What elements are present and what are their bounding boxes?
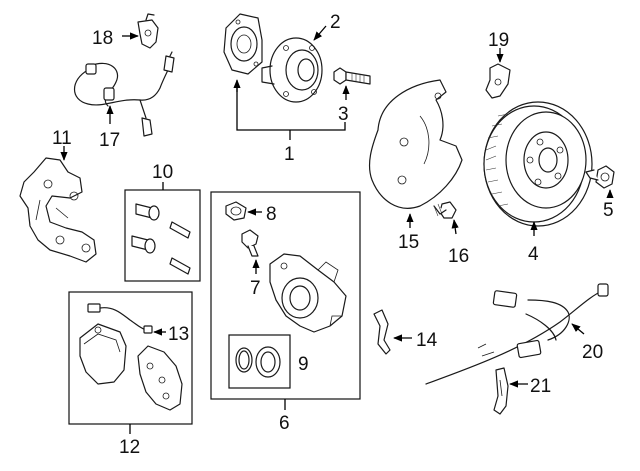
callout-12[interactable]: 12: [119, 437, 140, 458]
part-3-hub-bolt[interactable]: [333, 67, 371, 85]
callout-13[interactable]: 13: [168, 324, 189, 345]
callout-18[interactable]: 18: [92, 28, 113, 49]
part-bearing-flange[interactable]: [223, 13, 263, 75]
callout-6[interactable]: 6: [279, 413, 290, 434]
part-10-guide-pins[interactable]: [131, 203, 191, 275]
callout-16[interactable]: 16: [448, 246, 469, 267]
callout-1[interactable]: 1: [284, 144, 295, 165]
callout-14[interactable]: 14: [416, 330, 438, 351]
callout-2[interactable]: 2: [330, 12, 341, 33]
part-16-shield-bolt[interactable]: [433, 201, 457, 219]
part-9-piston-seal-kit[interactable]: [235, 346, 281, 378]
callout-4[interactable]: 4: [528, 244, 539, 265]
callout-10[interactable]: 10: [152, 162, 173, 183]
part-18-bracket[interactable]: [137, 13, 159, 49]
leader-2: [313, 25, 327, 41]
part-caliper-housing[interactable]: [269, 253, 347, 333]
leader-20: [571, 323, 585, 335]
callout-5[interactable]: 5: [603, 200, 614, 221]
callout-9[interactable]: 9: [298, 354, 309, 375]
part-14-anti-rattle-clip[interactable]: [373, 309, 391, 355]
part-17-abs-sensor[interactable]: [73, 51, 175, 137]
part-13-wear-sensor[interactable]: [87, 303, 153, 334]
part-15-splash-shield[interactable]: [368, 79, 463, 209]
part-21-sensor-clip[interactable]: [493, 367, 509, 415]
callout-15[interactable]: 15: [398, 232, 419, 253]
part-4-brake-rotor[interactable]: [483, 101, 593, 227]
part-20-sensor-harness[interactable]: [425, 283, 609, 385]
callout-17[interactable]: 17: [99, 130, 120, 151]
part-8-bleeder-cap[interactable]: [225, 201, 247, 221]
part-11-caliper-bracket[interactable]: [19, 157, 97, 263]
bracket-1: [236, 88, 346, 131]
callout-19[interactable]: 19: [488, 30, 509, 51]
part-19-sensor[interactable]: [485, 63, 511, 99]
part-2-wheel-hub[interactable]: [261, 37, 323, 103]
part-5-rotor-screw[interactable]: [585, 165, 615, 189]
box-9: [228, 334, 291, 389]
callout-20[interactable]: 20: [582, 342, 603, 363]
part-brake-pad-inner[interactable]: [79, 323, 127, 385]
callout-3[interactable]: 3: [338, 104, 349, 125]
callout-21[interactable]: 21: [530, 376, 551, 397]
part-brake-pad-outer[interactable]: [137, 345, 183, 411]
callout-7[interactable]: 7: [250, 278, 261, 299]
part-7-bleeder-screw[interactable]: [241, 229, 259, 257]
callout-8[interactable]: 8: [266, 204, 277, 225]
leader-16: [451, 219, 459, 235]
callout-11[interactable]: 11: [52, 128, 72, 149]
